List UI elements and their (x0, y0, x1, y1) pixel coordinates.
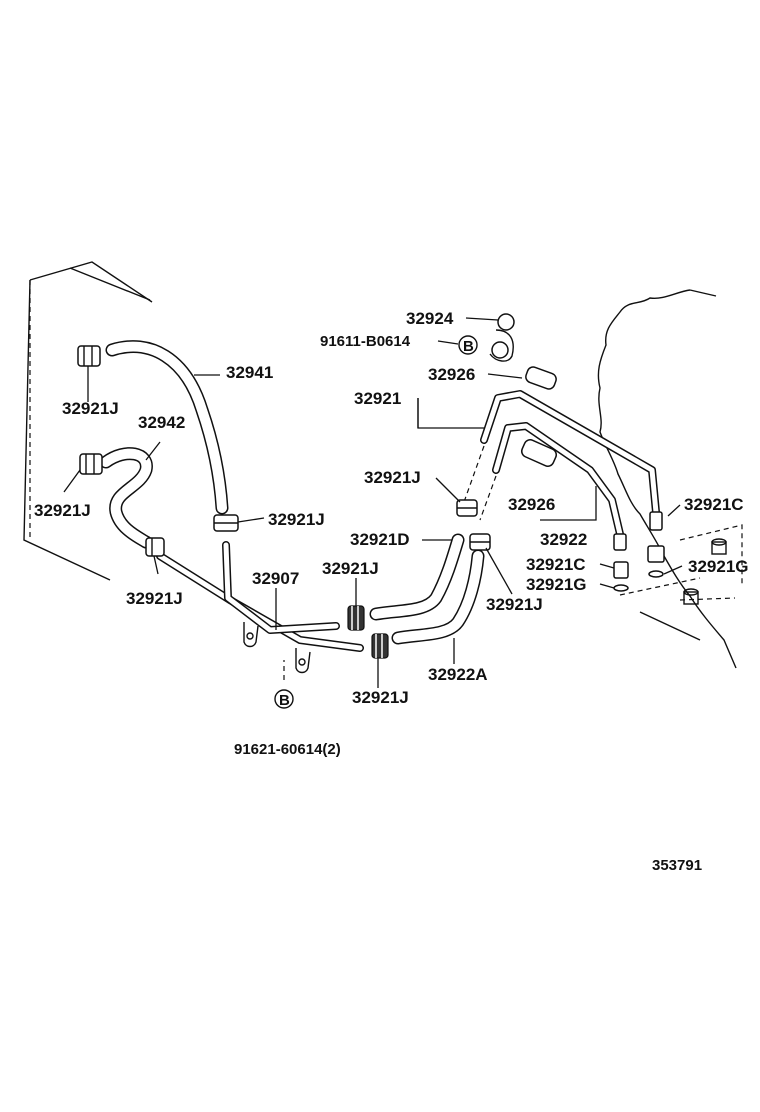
clamp-32921J-c (145, 537, 165, 557)
clamp-32924 (489, 313, 515, 362)
label-32921J-g: 32921J (322, 559, 379, 578)
label-32926-a: 32926 (428, 365, 475, 384)
body-outline-right (597, 289, 743, 669)
clamp-32921J-e (456, 499, 478, 517)
label-32921G-a: 32921G (688, 557, 749, 576)
label-32921J-d: 32921J (268, 510, 325, 529)
label-32921J-b: 32921J (34, 501, 91, 520)
label-32922A: 32922A (428, 665, 488, 684)
label-91611-b0614: 91611-B0614 (320, 333, 411, 350)
clamp-32921J-a (77, 345, 101, 367)
label-32922: 32922 (540, 530, 587, 549)
label-32921C-a: 32921C (684, 495, 744, 514)
label-32926-b: 32926 (508, 495, 555, 514)
fitting-32921C-b (613, 533, 629, 592)
label-32942: 32942 (138, 413, 185, 432)
clamp-32921J-g (347, 605, 365, 631)
label-32921J-f: 32921J (486, 595, 543, 614)
bolt-marker-b-2: B (274, 660, 294, 709)
engine-block-outline (23, 261, 153, 581)
bolt-marker-b-1: B (458, 335, 478, 355)
bosses-right (683, 538, 727, 605)
clamp-32921J-b (79, 453, 103, 475)
label-32921C-b: 32921C (526, 555, 586, 574)
label-32941: 32941 (226, 363, 273, 382)
hose-32921D (369, 533, 465, 621)
label-32921: 32921 (354, 389, 401, 408)
label-32921J-h: 32921J (352, 688, 409, 707)
pipe-32907 (156, 541, 364, 674)
label-32921J-c: 32921J (126, 589, 183, 608)
label-32921J-a: 32921J (62, 399, 119, 418)
tube-32922 (479, 422, 624, 538)
bolt-marker-b-2-text: B (279, 692, 290, 709)
sleeve-32926-b (520, 439, 558, 467)
hose-32922A (391, 549, 485, 645)
label-32924: 32924 (406, 309, 454, 328)
bolt-marker-b-1-text: B (463, 338, 474, 355)
clamp-32921J-d (213, 514, 239, 532)
hose-32941 (105, 340, 229, 515)
hose-32942 (99, 447, 153, 549)
tube-32921 (463, 390, 660, 516)
leader-lines (63, 317, 683, 688)
label-32921G-b: 32921G (526, 575, 587, 594)
fitting-32921C-a (647, 511, 665, 578)
clamp-32921J-f (469, 533, 491, 551)
label-32921D: 32921D (350, 530, 410, 549)
clamp-32921J-h (371, 633, 389, 659)
label-91621-60614: 91621-60614(2) (234, 741, 341, 758)
illustration-number: 353791 (652, 857, 702, 874)
label-32907: 32907 (252, 569, 299, 588)
label-32921J-e: 32921J (364, 468, 421, 487)
sleeve-32926-a (525, 366, 557, 390)
